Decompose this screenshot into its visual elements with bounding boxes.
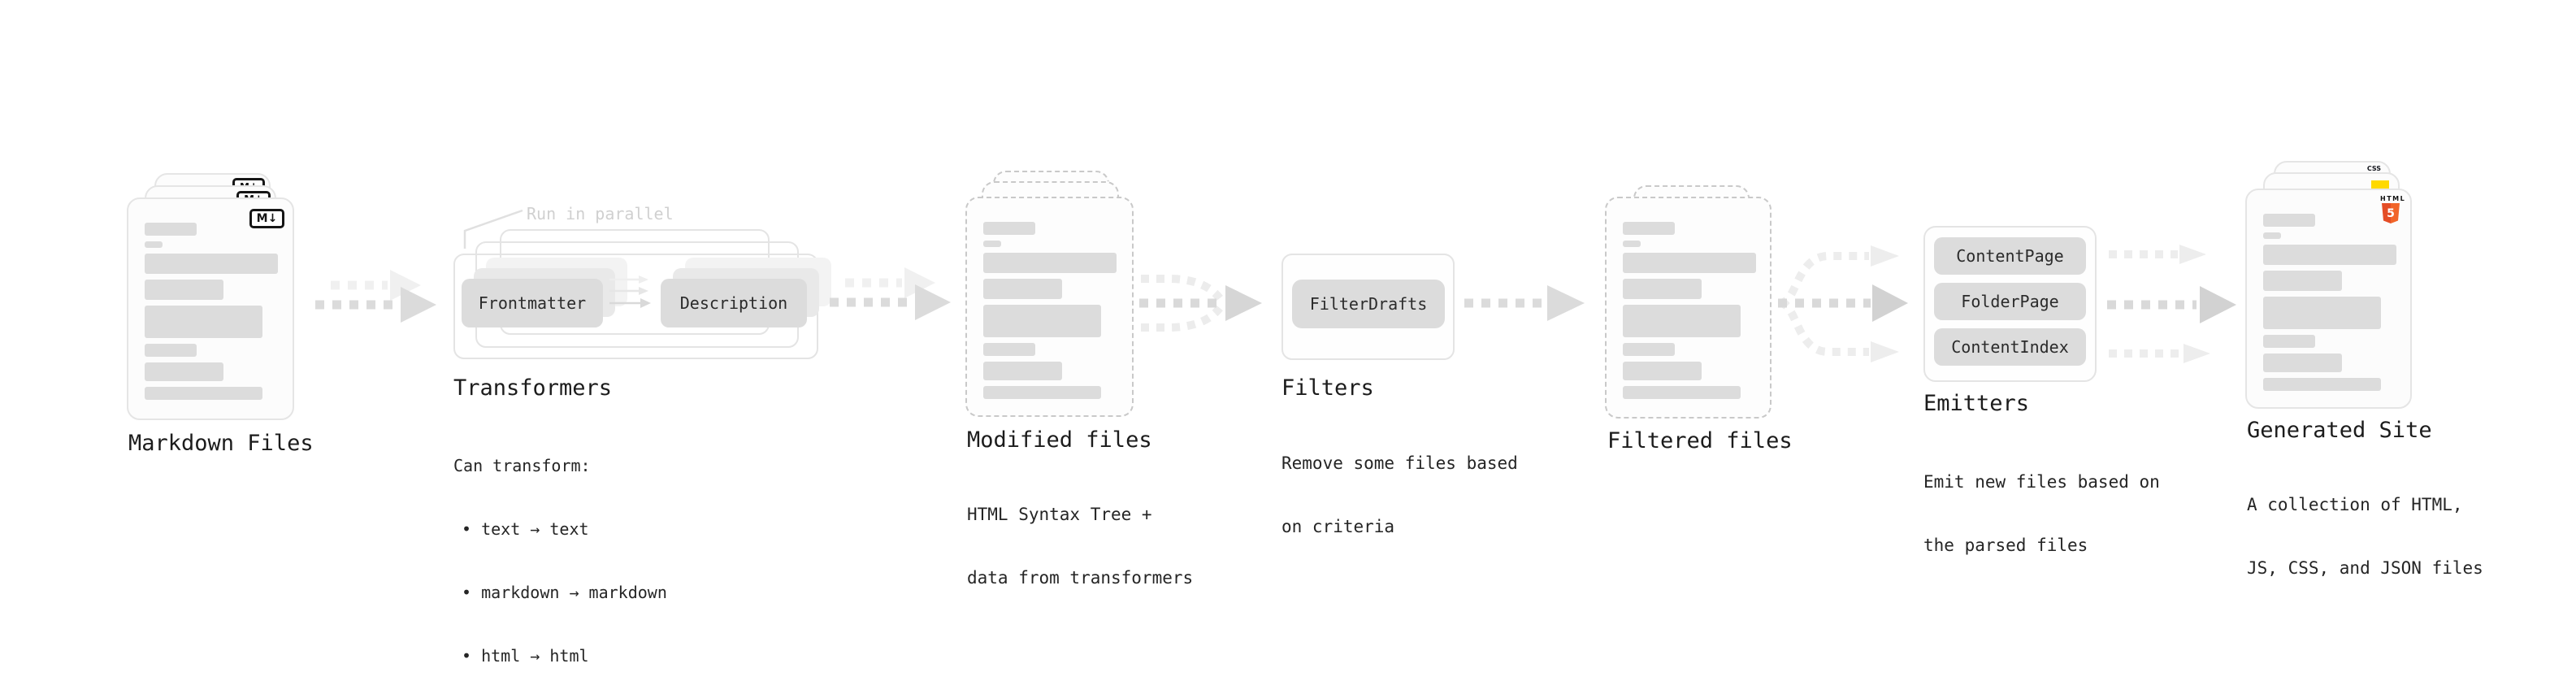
description-line: on criteria [1281,517,1395,536]
doc-skeleton [983,222,1117,405]
content-line [983,241,1001,247]
filters-description: Remove some files based on criteria [1281,410,1518,579]
content-line [983,222,1035,235]
bullet-line: • markdown → markdown [462,583,667,602]
js-icon [2371,180,2389,189]
file-card: M↓ [127,197,294,420]
bullet-line: • text → text [462,519,589,539]
transformer-pill-description: Description [661,279,807,327]
parallel-arrows-icon [609,275,651,308]
description-line: Can transform: [453,456,591,475]
content-line [1623,362,1702,380]
content-line [2263,335,2315,348]
content-line [145,241,163,248]
content-line [983,253,1117,273]
stage-label-filtered-files: Filtered files [1607,428,1793,453]
emitter-pill-folderpage: FolderPage [1934,283,2086,320]
transformer-pill-frontmatter: Frontmatter [462,279,603,327]
bullet-line: • html → html [462,646,589,666]
description-line: the parsed files [1923,536,2088,555]
content-line [983,305,1101,337]
content-line [145,362,223,381]
content-line [983,386,1101,399]
markdown-icon-glyph: M↓ [256,212,278,225]
content-line [1623,343,1675,356]
run-in-parallel-callout-line [463,209,523,249]
content-line [2263,232,2281,239]
file-card [965,197,1134,417]
content-line [983,362,1062,380]
doc-skeleton [145,223,278,406]
description-line: A collection of HTML, [2247,495,2463,514]
html5-icon-word: HTML [2380,195,2406,202]
content-line [2263,297,2381,329]
description-line: JS, CSS, and JSON files [2247,558,2483,578]
content-line [1623,279,1702,299]
modified-files-description: HTML Syntax Tree + data from transformer… [967,462,1193,631]
description-line: Remove some files based [1281,453,1518,473]
markdown-icon: M↓ [249,209,284,228]
content-line [983,343,1035,356]
description-line: data from transformers [967,568,1194,588]
flow-arrow-filters-to-filtered [1464,285,1585,321]
content-line [2263,271,2342,291]
stage-label-modified-files: Modified files [967,427,1152,453]
content-line [145,306,262,338]
content-line [2263,354,2342,372]
content-line [1623,222,1675,235]
generated-site-description: A collection of HTML, JS, CSS, and JSON … [2247,452,2483,621]
content-line [1623,241,1641,247]
content-line [145,280,223,300]
flow-arrow-emitters-to-site [2107,245,2236,363]
html5-icon-shield: 5 [2382,203,2400,223]
doc-skeleton [2263,214,2396,397]
flow-arrow-modified-to-filters [1139,275,1262,332]
content-line [1623,386,1741,399]
transformers-description: Can transform: • text → text • markdown … [453,413,667,681]
stage-label-emitters: Emitters [1923,391,2030,416]
content-line [1623,305,1741,337]
description-line: HTML Syntax Tree + [967,505,1152,524]
emitter-pill-contentpage: ContentPage [1934,237,2086,275]
content-line [145,223,197,236]
doc-skeleton [1623,222,1756,405]
emitter-pill-contentindex: ContentIndex [1934,328,2086,366]
content-line [145,387,262,400]
stage-label-transformers: Transformers [453,375,613,401]
description-line: Emit new files based on [1923,472,2160,492]
stage-label-filters: Filters [1281,375,1374,401]
stage-label-markdown-files: Markdown Files [128,431,314,456]
content-line [145,254,278,274]
flow-arrow-transformers-to-modified [830,267,951,320]
stage-label-generated-site: Generated Site [2247,418,2432,443]
filter-pill-filterdrafts: FilterDrafts [1292,280,1445,328]
content-line [2263,245,2396,265]
content-line [2263,378,2381,391]
content-line [983,279,1062,299]
content-line [2263,214,2315,227]
file-card: HTML 5 [2245,189,2412,409]
flow-arrow-filtered-to-emitters [1778,245,1908,362]
content-line [1623,253,1756,273]
html5-icon: HTML 5 [2380,195,2406,223]
content-line [145,344,197,357]
emitters-description: Emit new files based on the parsed files [1923,429,2160,598]
file-card [1605,197,1772,419]
run-in-parallel-annotation: Run in parallel [527,204,674,223]
flow-arrow-markdown-to-transformers [315,270,436,323]
